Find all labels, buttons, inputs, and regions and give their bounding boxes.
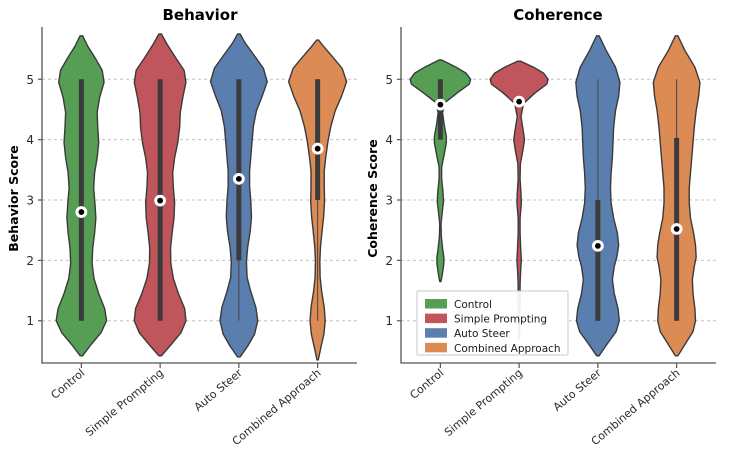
ytick-label-3: 3	[385, 194, 393, 208]
median-marker	[314, 145, 321, 152]
median-marker	[235, 175, 242, 182]
y-axis-label-coherence: Coherence Score	[365, 139, 380, 258]
xtick-label-auto-steer: Auto Steer	[551, 366, 604, 414]
violin-body	[489, 60, 549, 340]
violin-behavior-auto-steer: Auto Steer	[192, 33, 268, 414]
ytick-label-3: 3	[26, 194, 34, 208]
xtick-label-simple-prompting: Simple Prompting	[442, 366, 525, 439]
violin-coherence-auto-steer: Auto Steer	[551, 35, 621, 414]
xtick-label-simple-prompting: Simple Prompting	[83, 366, 166, 439]
violin-body	[409, 59, 472, 283]
ytick-label-2: 2	[26, 254, 34, 268]
median-marker	[516, 98, 523, 105]
legend-swatch-control	[425, 299, 447, 309]
legend-label-combined-approach: Combined Approach	[454, 343, 561, 355]
xtick-label-combined-approach: Combined Approach	[230, 366, 324, 448]
legend-swatch-simple-prompting	[425, 313, 447, 324]
legend-label-simple-prompting: Simple Prompting	[454, 314, 547, 326]
median-marker	[673, 226, 680, 232]
ytick-label-4: 4	[385, 133, 393, 147]
legend-label-control: Control	[454, 299, 492, 311]
median-marker	[594, 242, 601, 249]
ytick-label-4: 4	[26, 133, 34, 147]
xtick-label-control: Control	[48, 366, 87, 402]
axis-spine	[41, 27, 357, 364]
median-marker	[437, 101, 444, 108]
xtick-label-control: Control	[407, 366, 446, 402]
median-marker	[157, 197, 164, 204]
legend-swatch-auto-steer	[425, 328, 447, 338]
panel-title-behavior: Behavior	[162, 6, 238, 24]
ytick-label-1: 1	[385, 314, 393, 328]
y-axis-label-behavior: Behavior Score	[6, 145, 21, 252]
axis-spine	[400, 27, 716, 364]
ytick-label-5: 5	[385, 73, 393, 87]
panel-title-coherence: Coherence	[513, 6, 602, 24]
violin-behavior-control: Control	[48, 35, 108, 402]
ytick-label-2: 2	[385, 254, 393, 268]
legend-swatch-combined-approach	[425, 342, 447, 353]
ytick-label-1: 1	[26, 314, 34, 328]
median-marker	[78, 209, 85, 215]
legend-box	[416, 290, 569, 356]
xtick-label-combined-approach: Combined Approach	[589, 366, 683, 448]
xtick-label-auto-steer: Auto Steer	[192, 366, 245, 414]
violin-coherence-simple-prompting: Simple Prompting	[442, 60, 549, 439]
legend-label-auto-steer: Auto Steer	[454, 328, 510, 340]
ytick-label-5: 5	[26, 73, 34, 87]
